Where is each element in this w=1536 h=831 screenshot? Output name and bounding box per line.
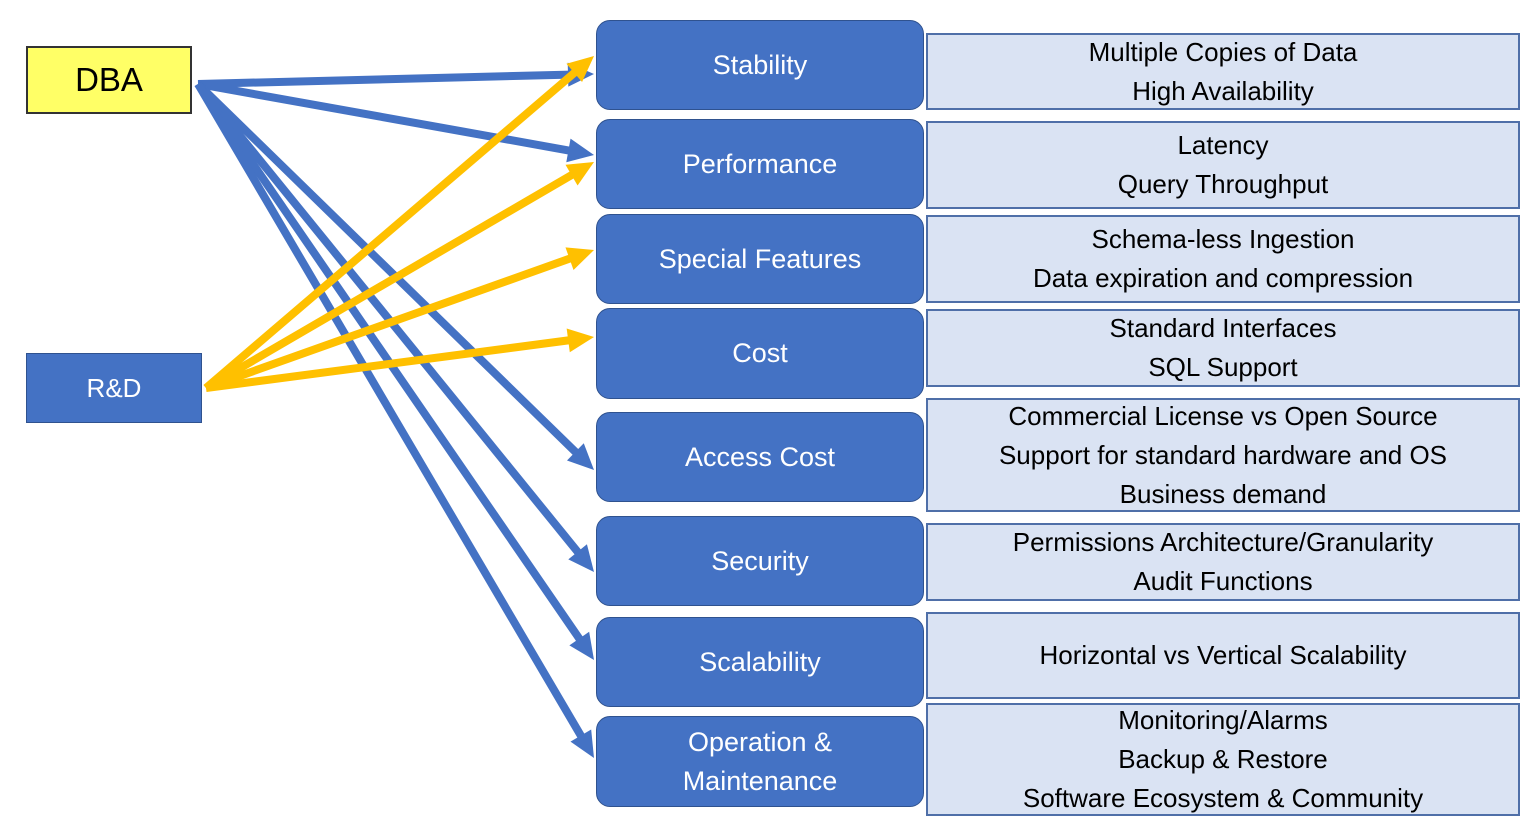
arrow-rd-to-special-features [204, 247, 594, 392]
details-special-features: Schema-less Ingestion Data expiration an… [926, 215, 1520, 303]
detail-item: Query Throughput [1117, 169, 1329, 199]
category-cost: Cost [596, 308, 924, 399]
details-cost: Standard Interfaces SQL Support [926, 309, 1520, 387]
arrow-head [566, 56, 594, 83]
arrow-shaft [197, 80, 572, 155]
detail-item: Software Ecosystem & Community [1022, 783, 1424, 813]
arrow-dba-to-performance [197, 80, 594, 163]
details-stability: Multiple Copies of Data High Availabilit… [926, 33, 1520, 110]
category-label: Stability [712, 49, 808, 80]
category-label: Security [711, 545, 809, 576]
arrow-dba-to-access-cost [195, 81, 594, 470]
detail-item: Support for standard hardware and OS [998, 439, 1448, 470]
detail-item: Schema-less Ingestion [1091, 224, 1355, 254]
detail-item: Horizontal vs Vertical Scalability [1039, 640, 1407, 670]
category-operation-maintenance: Operation & Maintenance [596, 716, 924, 807]
details-scalability: Horizontal vs Vertical Scalability [926, 612, 1520, 699]
category-scalability: Scalability [596, 617, 924, 707]
details-performance: Latency Query Throughput [926, 121, 1520, 209]
category-access-cost: Access Cost [596, 412, 924, 502]
detail-item: Multiple Copies of Data [1088, 36, 1358, 67]
arrow-dba-to-security [194, 81, 594, 572]
arrow-dba-to-scalability [194, 81, 594, 660]
category-label: Cost [732, 338, 788, 368]
category-label: Special Features [658, 243, 862, 274]
details-access-cost: Commercial License vs Open Source Suppor… [926, 398, 1520, 512]
detail-item: Monitoring/Alarms [1118, 705, 1328, 735]
detail-item: Latency [1177, 130, 1269, 160]
arrow-shaft [204, 254, 573, 392]
arrow-dba-to-stability [197, 62, 594, 88]
arrow-rd-to-cost [205, 328, 594, 392]
detail-item: Permissions Architecture/Granularity [1012, 527, 1434, 557]
arrow-shaft [205, 336, 571, 392]
rd-box: R&D [26, 353, 202, 423]
category-label: Performance [682, 148, 838, 179]
arrow-head [567, 443, 594, 470]
category-performance: Performance [596, 119, 924, 209]
arrow-shaft [194, 81, 584, 643]
dba-label: DBA [75, 61, 143, 98]
arrow-head [567, 62, 594, 87]
detail-item: Audit Functions [1133, 566, 1313, 596]
arrow-head [566, 328, 594, 353]
arrow-head [568, 544, 594, 572]
category-label: Access Cost [684, 441, 836, 472]
detail-item: Data expiration and compression [1032, 263, 1414, 293]
arrow-head [566, 138, 594, 163]
detail-item: Commercial License vs Open Source [1008, 400, 1438, 431]
dba-box: DBA [26, 46, 192, 114]
arrow-rd-to-stability [203, 56, 594, 392]
arrow-head [565, 247, 594, 271]
category-security: Security [596, 516, 924, 606]
arrow-dba-to-operation-maintenance [194, 81, 594, 758]
arrow-shaft [203, 170, 576, 392]
detail-item: Backup & Restore [1118, 744, 1328, 774]
detail-item: Business demand [1119, 478, 1327, 509]
arrow-rd-to-performance [203, 162, 594, 392]
arrow-shaft [197, 70, 571, 88]
arrow-head [565, 162, 594, 186]
arrow-shaft [194, 81, 582, 556]
arrow-shaft [203, 68, 579, 392]
rd-label: R&D [86, 372, 142, 403]
arrow-head [570, 729, 594, 758]
arrow-shaft [194, 81, 586, 740]
details-operation-maintenance: Monitoring/Alarms Backup & Restore Softw… [926, 703, 1520, 816]
details-security: Permissions Architecture/Granularity Aud… [926, 523, 1520, 601]
detail-item: SQL Support [1148, 352, 1298, 382]
category-special-features: Special Features [596, 214, 924, 304]
detail-item: Standard Interfaces [1109, 313, 1337, 343]
category-stability: Stability [596, 20, 924, 110]
category-label: Scalability [699, 646, 821, 677]
arrow-shaft [195, 81, 580, 457]
detail-item: High Availability [1132, 75, 1314, 106]
arrow-head [569, 631, 594, 660]
category-label: Operation & Maintenance [682, 726, 838, 796]
